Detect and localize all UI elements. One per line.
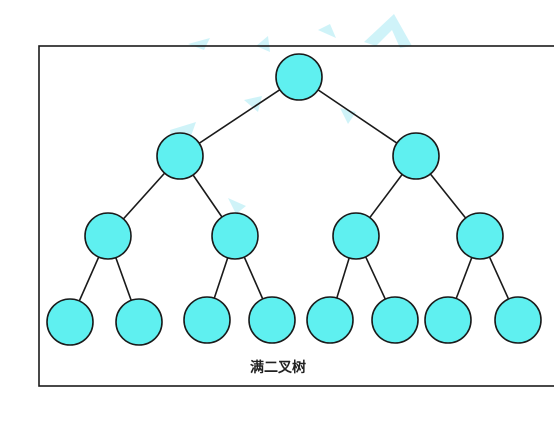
watermark-stroke: [364, 14, 412, 48]
watermark-stroke: [188, 38, 210, 50]
tree-node-leaf: [183, 296, 231, 344]
tree-node: [332, 212, 380, 260]
tree-edges: [69, 76, 519, 323]
tree-node-leaf: [248, 296, 296, 344]
tree-node: [456, 212, 504, 260]
watermark-stroke: [244, 96, 262, 112]
tree-node-leaf: [115, 298, 163, 346]
tree-node-leaf: [371, 296, 419, 344]
tree-node-leaf: [424, 296, 472, 344]
tree-node: [392, 132, 440, 180]
tree-node-leaf: [306, 296, 354, 344]
tree-node: [156, 132, 204, 180]
diagram-border: [38, 45, 554, 387]
tree-edge: [179, 76, 300, 157]
tree-nodes: [46, 53, 542, 346]
watermark-decoration: [170, 14, 412, 214]
tree-node: [211, 212, 259, 260]
tree-node-leaf: [494, 296, 542, 344]
tree-node: [84, 212, 132, 260]
watermark-stroke: [318, 24, 336, 38]
watermark-stroke: [228, 198, 246, 214]
tree-node-leaf: [46, 298, 94, 346]
diagram-caption: 满二叉树: [250, 359, 306, 376]
watermark-stroke: [256, 36, 270, 52]
tree-node-root: [275, 53, 323, 101]
